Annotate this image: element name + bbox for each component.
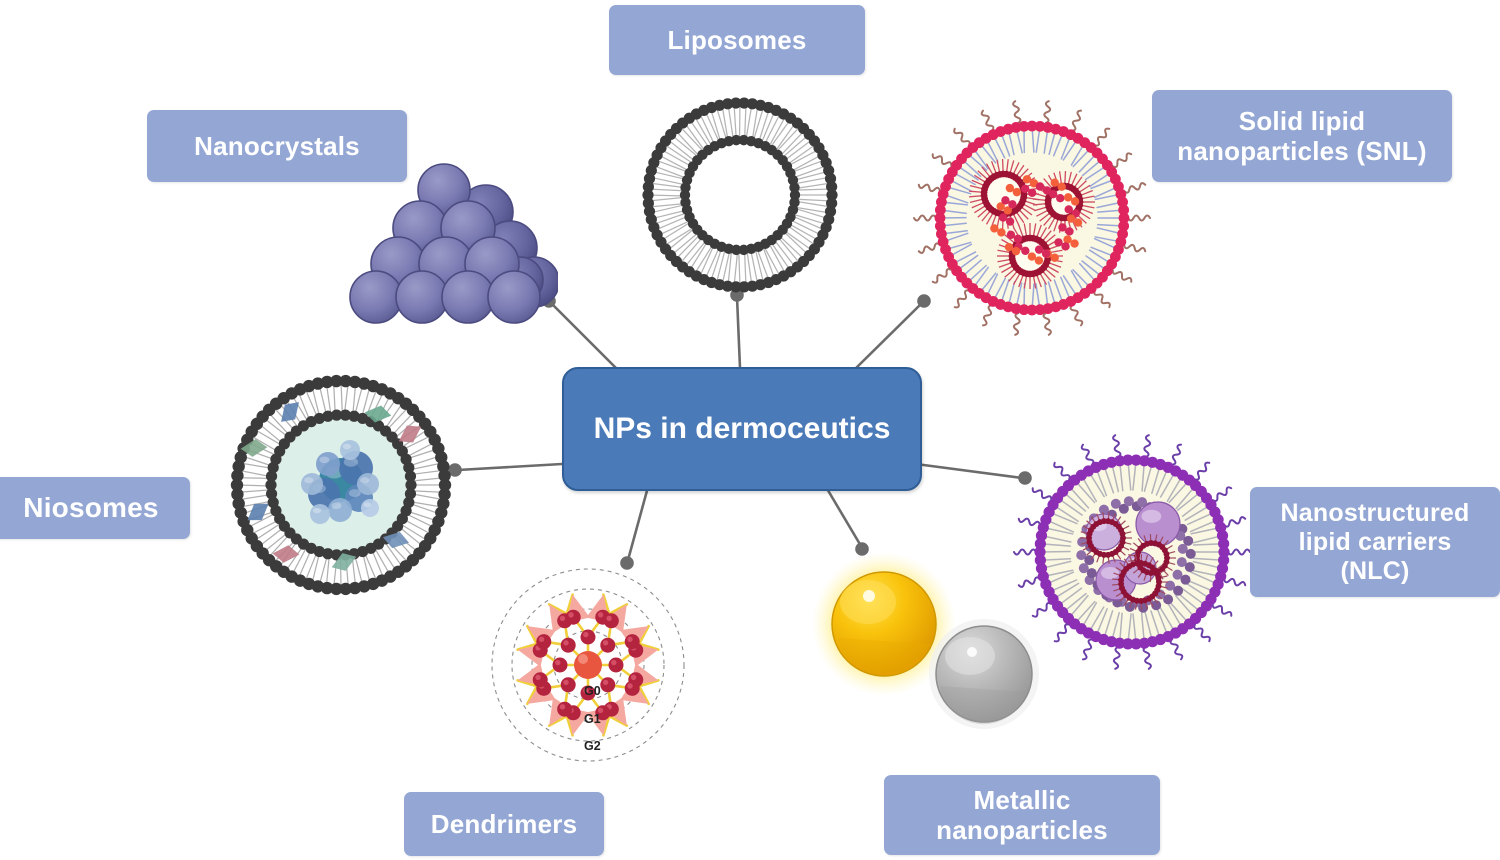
illustration-niosome: [230, 374, 452, 596]
label-dendrimers-text: Dendrimers: [430, 808, 578, 839]
label-nanocrystals-text: Nanocrystals: [194, 130, 360, 161]
dendrimer-generation-g1: G1: [584, 712, 601, 726]
connector-dot-sln: [917, 294, 931, 308]
label-nlc-text: Nanostructured lipid carriers (NLC): [1280, 498, 1470, 585]
connector-dendrimers: [626, 486, 650, 561]
label-nanocrystals[interactable]: Nanocrystals: [147, 110, 407, 182]
illustration-liposome: [642, 97, 838, 293]
label-sln-text: Solid lipid nanoparticles (SNL): [1177, 105, 1427, 166]
connector-niosomes: [457, 462, 563, 472]
connector-nlc: [915, 462, 1023, 480]
dendrimer-generation-g2: G2: [584, 739, 601, 753]
label-liposomes[interactable]: Liposomes: [609, 5, 865, 75]
label-niosomes-text: Niosomes: [23, 491, 159, 523]
illustration-dendrimer: [491, 568, 685, 762]
label-metallic-nanoparticles[interactable]: Metallic nanoparticles: [884, 775, 1160, 855]
label-niosomes[interactable]: Niosomes: [0, 477, 190, 539]
connector-metallic: [824, 486, 863, 547]
connector-sln: [851, 302, 923, 373]
center-node[interactable]: NPs in dermoceutics: [562, 367, 922, 491]
dendrimer-generation-g0: G0: [584, 684, 601, 698]
illustration-nanostructured-lipid-carrier: [1013, 434, 1251, 670]
connector-nanocrystals: [550, 302, 621, 373]
connector-dot-nlc: [1018, 471, 1032, 485]
illustration-solid-lipid-nanoparticle: [913, 100, 1151, 336]
label-solid-lipid-nanoparticles[interactable]: Solid lipid nanoparticles (SNL): [1152, 90, 1452, 182]
label-dendrimers[interactable]: Dendrimers: [404, 792, 604, 856]
label-nanostructured-lipid-carriers[interactable]: Nanostructured lipid carriers (NLC): [1250, 487, 1500, 597]
label-metallic-text: Metallic nanoparticles: [936, 784, 1108, 845]
illustration-metallic-nanoparticles: [812, 552, 1039, 729]
illustration-nanocrystals: [349, 163, 558, 324]
connector-dot-niosomes: [448, 463, 462, 477]
connector-liposomes: [735, 296, 742, 369]
connector-dot-metallic: [855, 542, 869, 556]
label-liposomes-text: Liposomes: [667, 24, 807, 55]
center-node-label: NPs in dermoceutics: [593, 412, 891, 445]
connector-dot-dendrimers: [620, 556, 634, 570]
